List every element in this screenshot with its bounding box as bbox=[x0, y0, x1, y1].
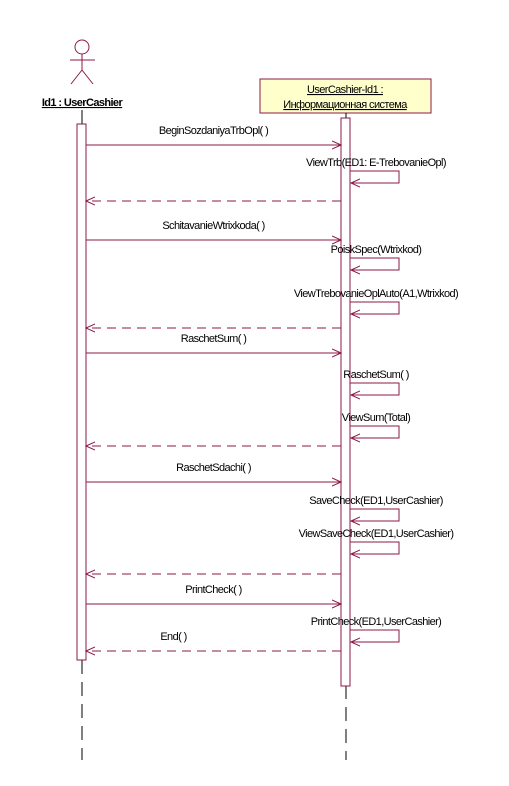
self-message-arrow bbox=[350, 541, 400, 554]
call-message-label: RaschetSum( ) bbox=[181, 333, 247, 345]
self-message-arrow bbox=[350, 425, 400, 438]
system-object-box bbox=[259, 78, 432, 114]
call-message-label: RaschetSdachi( ) bbox=[176, 462, 251, 474]
self-message-arrow bbox=[350, 170, 400, 183]
actor-label: Id1 : UserCashier bbox=[42, 97, 124, 109]
self-message-arrow bbox=[350, 301, 400, 314]
system-activation-bar bbox=[340, 117, 351, 687]
self-message-label: ViewSaveCheck(ED1,UserCashier) bbox=[299, 528, 454, 540]
system-object-name: UserCashier-Id1 : bbox=[307, 84, 384, 96]
system-object-type: Информационная система bbox=[283, 99, 408, 111]
self-message-label: ViewTrebovanieOplAuto(A1,Wtrixkod) bbox=[294, 288, 458, 300]
call-message-label: SchitavanieWtrixkoda( ) bbox=[162, 220, 264, 232]
actor-icon bbox=[70, 39, 95, 85]
self-message-label: PoiskSpec(Wtrixkod) bbox=[331, 244, 422, 256]
self-message-label: ViewSum(Total) bbox=[342, 412, 410, 424]
call-message-label: BeginSozdaniyaTrbOpl( ) bbox=[159, 125, 268, 137]
self-message-label: SaveCheck(ED1,UserCashier) bbox=[309, 495, 443, 507]
self-message-arrow bbox=[350, 257, 400, 270]
self-message-label: ViewTrb(ED1: E-TrebovanieOpl) bbox=[306, 157, 446, 169]
return-message-label: End( ) bbox=[160, 631, 186, 643]
actor-activation-bar bbox=[76, 123, 87, 661]
self-message-arrow bbox=[350, 629, 400, 642]
messages-layer: BeginSozdaniyaTrbOpl( ) ViewTrb(ED1: E-Tr… bbox=[86, 125, 459, 651]
self-message-arrow bbox=[350, 382, 400, 395]
self-message-arrow bbox=[350, 508, 400, 521]
call-message-label: PrintCheck( ) bbox=[185, 584, 241, 596]
self-message-label: RaschetSum( ) bbox=[343, 369, 409, 381]
self-message-label: PrintCheck(ED1,UserCashier) bbox=[311, 616, 442, 628]
